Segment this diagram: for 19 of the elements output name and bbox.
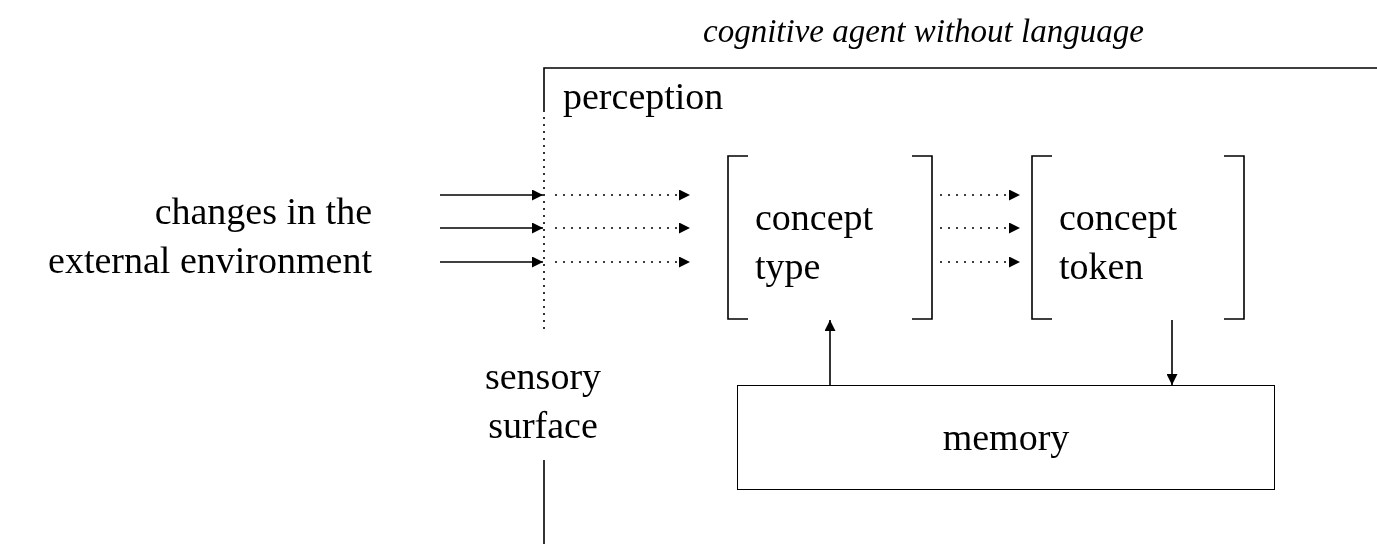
memory-text: memory xyxy=(942,414,1070,460)
concept-text: concept type xyxy=(755,195,875,290)
sensory-surface-label: sensory surface xyxy=(483,354,603,449)
arrow xyxy=(439,189,544,201)
arrow xyxy=(554,222,691,234)
arrow xyxy=(554,256,691,268)
memory-box xyxy=(737,385,1275,490)
environment-text: changes in the external environment xyxy=(47,189,372,284)
arrow xyxy=(939,189,1021,201)
arrow xyxy=(439,222,544,234)
arrow xyxy=(939,256,1021,268)
arrow xyxy=(1166,319,1178,386)
arrow xyxy=(439,256,544,268)
arrow xyxy=(939,222,1021,234)
arrow xyxy=(554,189,691,201)
perception-label: perception xyxy=(563,74,725,119)
concept-text: concept token xyxy=(1059,195,1179,290)
frame-title: cognitive agent without language xyxy=(703,12,1144,51)
arrow xyxy=(824,319,836,386)
